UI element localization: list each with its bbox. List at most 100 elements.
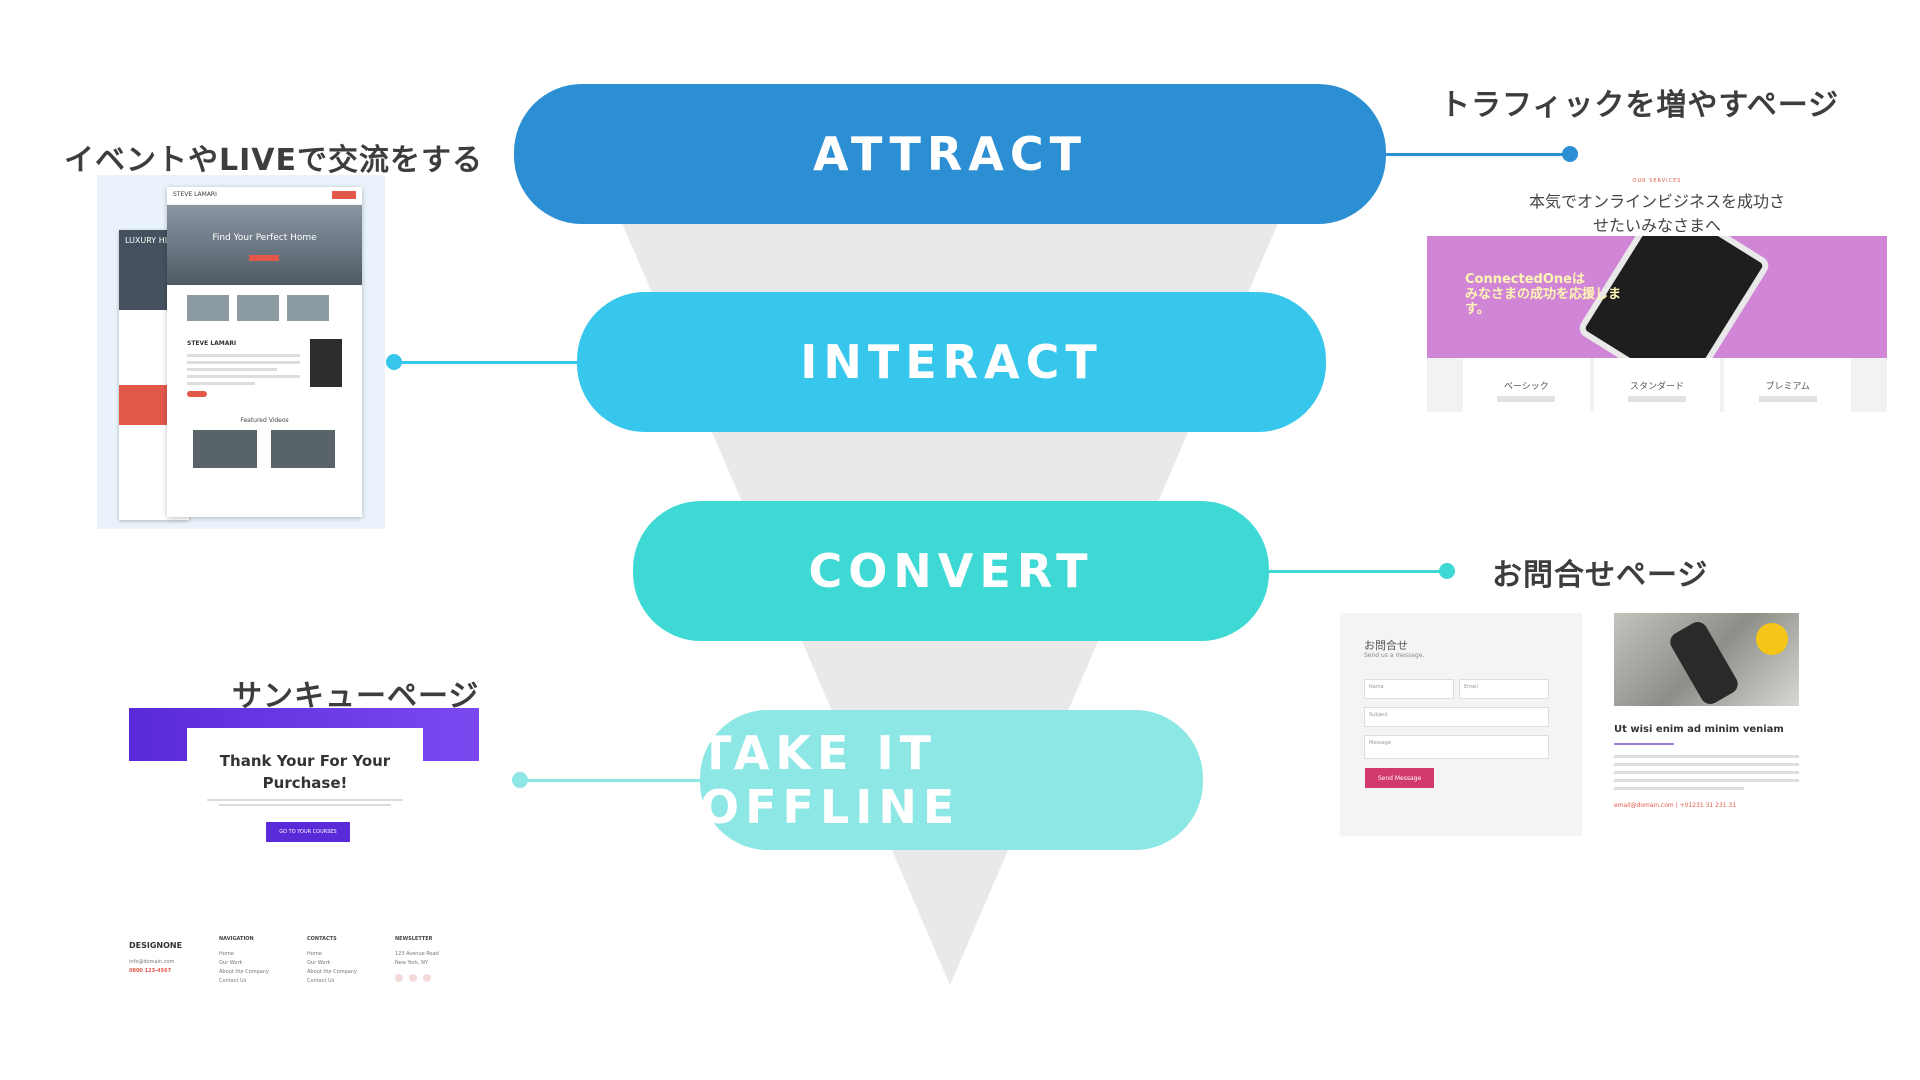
plan-label: プレミアム — [1765, 382, 1810, 392]
stage-attract-label: ATTRACT — [813, 127, 1087, 181]
live-hero-button — [249, 255, 279, 261]
footer-link: Our Work — [307, 960, 331, 966]
twitter-icon — [409, 974, 417, 982]
footer-link: About the Company — [219, 969, 269, 975]
text-line — [187, 368, 278, 371]
send-message-button: Send Message — [1365, 768, 1434, 788]
connector-offline-dot — [512, 772, 528, 788]
connector-attract — [1386, 153, 1570, 156]
name-field: Name — [1364, 679, 1454, 699]
stage-interact-label: INTERACT — [800, 335, 1103, 389]
email-field: Email — [1459, 679, 1549, 699]
footer-link: Our Work — [219, 960, 243, 966]
text-line — [187, 382, 255, 385]
traffic-banner-line: みなさまの成功を応援しま — [1465, 287, 1622, 302]
text-line — [1614, 787, 1744, 790]
traffic-banner-text: ConnectedOneは みなさまの成功を応援しま す。 — [1465, 272, 1621, 317]
plan-button — [1758, 396, 1817, 402]
traffic-page-thumbnail: OUR SERVICES 本気でオンラインビジネスを成功さ せたいみなさまへ C… — [1427, 178, 1887, 412]
footer-link: Home — [307, 951, 322, 957]
subject-field: Subject — [1364, 707, 1549, 727]
footer-nav-col: NAVIGATION Home Our Work About the Compa… — [219, 935, 269, 986]
text-line — [1614, 771, 1799, 774]
footer-contacts-title: CONTACTS — [307, 936, 337, 942]
text-line — [187, 354, 300, 357]
live-hero-title: Find Your Perfect Home — [212, 233, 317, 243]
footer-address: New York, NY — [395, 960, 428, 966]
stage-interact: INTERACT — [577, 292, 1326, 432]
footer-brand: DESIGNONE — [129, 941, 183, 950]
plan-label: スタンダード — [1630, 382, 1685, 392]
live-brand: STEVE LAMARI — [173, 191, 217, 198]
article-rule — [1614, 743, 1674, 745]
live-image — [187, 295, 229, 321]
thanks-body — [207, 796, 403, 809]
live-nav: STEVE LAMARI — [167, 187, 362, 205]
footer-thumbnail: DESIGNONE info@domain.com 0800 123-4567 … — [129, 935, 449, 1005]
plan-button — [1497, 396, 1556, 402]
text-line — [1614, 779, 1799, 782]
connector-interact-dot — [386, 354, 402, 370]
live-back-hero-text: LUXURY HILLS — [125, 236, 182, 245]
footer-link: Contact Us — [307, 978, 335, 984]
live-nav-button — [332, 191, 356, 199]
heading-contact: お問合せページ — [1492, 558, 1709, 593]
live-image-row — [167, 285, 362, 325]
traffic-banner-line: ConnectedOneは — [1465, 272, 1585, 287]
contact-subtitle: Send us a message. — [1364, 652, 1425, 659]
live-hero: Find Your Perfect Home — [167, 205, 362, 285]
article-contact: email@domain.com | +01231 31 231 31 — [1614, 802, 1737, 809]
article-thumbnail: Ut wisi enim ad minim veniam email@domai… — [1614, 613, 1799, 836]
thank-you-page-thumbnail: Thank Your For Your Purchase! GO TO YOUR… — [129, 708, 479, 850]
footer-newsletter-title: NEWSLETTER — [395, 936, 433, 942]
connector-convert-dot — [1439, 563, 1455, 579]
traffic-banner: ConnectedOneは みなさまの成功を応援しま す。 — [1427, 236, 1887, 358]
thanks-title-line: Thank Your For Your — [219, 752, 391, 770]
live-front-page: STEVE LAMARI Find Your Perfect Home STEV… — [167, 187, 362, 517]
stage-take-it-offline: TAKE IT OFFLINE — [700, 710, 1203, 850]
person-image — [1666, 618, 1742, 708]
connector-interact — [394, 361, 577, 364]
connector-convert — [1269, 570, 1447, 573]
footer-link: Contact Us — [219, 978, 247, 984]
heading-traffic: トラフィックを増やすページ — [1440, 88, 1840, 123]
live-image — [287, 295, 329, 321]
live-profile-text: STEVE LAMARI — [187, 339, 300, 397]
stage-convert: CONVERT — [633, 501, 1269, 641]
heading-live: イベントやLIVEで交流をする — [64, 143, 483, 178]
article-title: Ut wisi enim ad minim veniam — [1614, 724, 1784, 735]
traffic-headline-line: 本気でオンラインビジネスを成功さ — [1528, 192, 1785, 211]
plan-basic: ベーシック — [1463, 358, 1590, 412]
contact-title: お問合せ — [1364, 639, 1408, 652]
go-to-courses-button: GO TO YOUR COURSES — [266, 822, 350, 842]
traffic-pricing: ベーシック スタンダード プレミアム — [1427, 358, 1887, 412]
live-profile-name: STEVE LAMARI — [187, 340, 237, 347]
text-line — [187, 361, 300, 364]
live-videos-title: Featured Videos — [240, 417, 289, 424]
message-field: Message — [1364, 735, 1549, 759]
live-event-page-thumbnail: LUXURY HILLS STEVE LAMARI Find Your Perf… — [97, 175, 385, 529]
connector-offline — [520, 779, 700, 782]
footer-brand-col: DESIGNONE info@domain.com 0800 123-4567 — [129, 941, 182, 976]
contact-form-thumbnail: お問合せ Send us a message. Name Email Subje… — [1340, 613, 1582, 836]
footer-link: Home — [219, 951, 234, 957]
live-video — [193, 430, 257, 468]
stage-convert-label: CONVERT — [808, 544, 1094, 598]
traffic-headline: 本気でオンラインビジネスを成功さ せたいみなさまへ — [1427, 190, 1887, 238]
live-profile: STEVE LAMARI — [167, 325, 362, 397]
connector-attract-dot — [1562, 146, 1578, 162]
text-line — [1614, 755, 1799, 758]
footer-link: About the Company — [307, 969, 357, 975]
live-image — [237, 295, 279, 321]
traffic-headline-line: せたいみなさまへ — [1592, 216, 1721, 235]
plan-standard: スタンダード — [1593, 358, 1721, 412]
traffic-eyebrow: OUR SERVICES — [1632, 178, 1682, 184]
emoji-pillow-image — [1756, 623, 1788, 655]
footer-address: 123 Avenue Road — [395, 951, 439, 957]
text-line — [187, 375, 300, 378]
plan-label: ベーシック — [1503, 382, 1549, 392]
stage-offline-label: TAKE IT OFFLINE — [700, 726, 961, 834]
stage-attract: ATTRACT — [514, 84, 1386, 224]
facebook-icon — [395, 974, 403, 982]
plan-premium: プレミアム — [1724, 358, 1852, 412]
